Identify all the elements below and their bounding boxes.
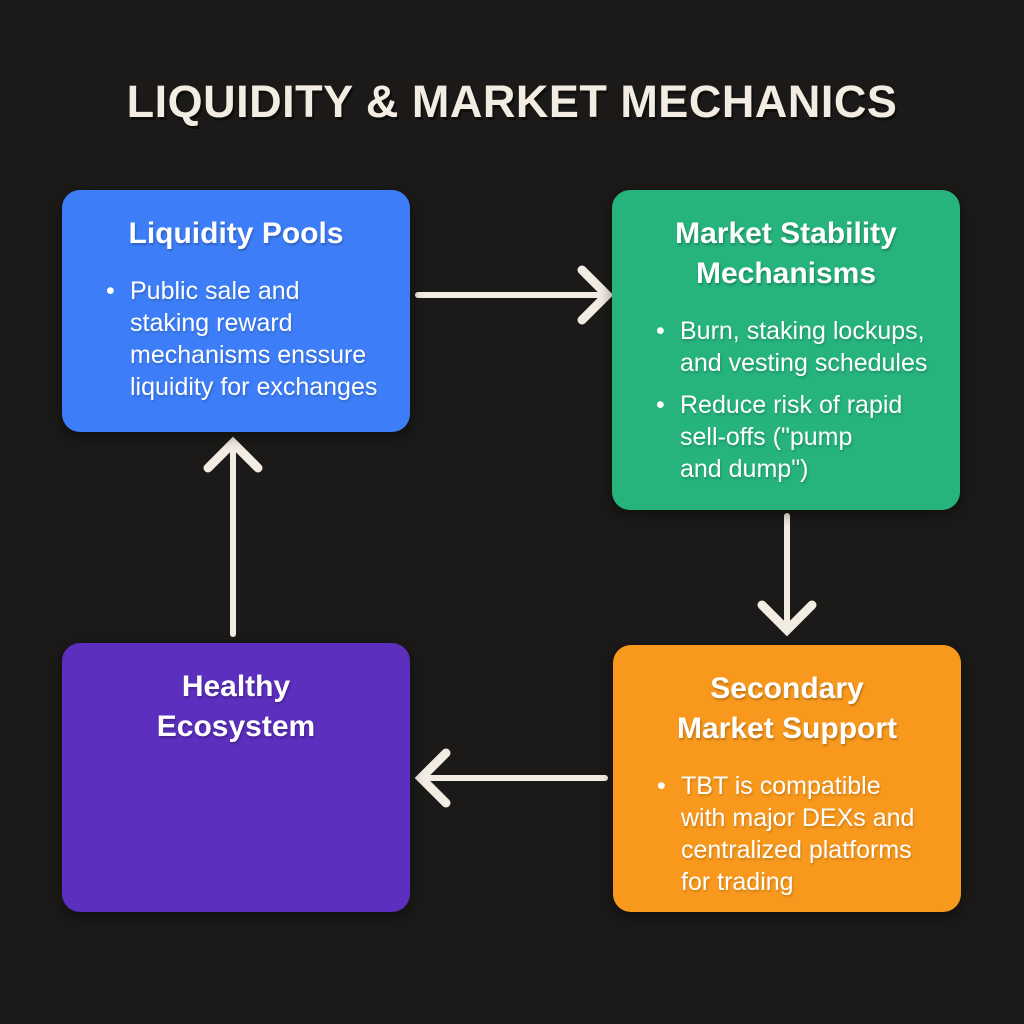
arrow-down-icon xyxy=(757,513,817,637)
list-item: • Public sale and staking reward mechani… xyxy=(106,275,386,403)
bullet-list: • Burn, staking lockups, and vesting sch… xyxy=(636,315,936,485)
bullet-list: • Public sale and staking reward mechani… xyxy=(86,275,386,403)
node-title-healthy-ecosystem: Healthy Ecosystem xyxy=(156,670,316,743)
arrow-left-icon xyxy=(414,748,608,808)
node-liquidity-pools: Liquidity Pools • Public sale and stakin… xyxy=(62,190,410,432)
node-title-market-stability: Market Stability Mechanisms xyxy=(675,217,897,290)
bullet-marker: • xyxy=(657,772,666,800)
arrow-right-icon xyxy=(415,265,614,325)
bullet-text: Reduce risk of rapid sell-offs ("pump an… xyxy=(680,391,903,483)
node-title-liquidity-pools: Liquidity Pools xyxy=(128,217,344,250)
node-market-stability-mechanisms: Market Stability Mechanisms • Burn, stak… xyxy=(612,190,960,510)
node-healthy-ecosystem: Healthy Ecosystem xyxy=(62,643,410,912)
list-item: • Reduce risk of rapid sell-offs ("pump … xyxy=(656,389,936,485)
node-secondary-market-support: Secondary Market Support • TBT is compat… xyxy=(613,645,961,912)
page-title: LIQUIDITY & MARKET MECHANICS xyxy=(126,76,898,127)
bullet-list: • TBT is compatible with major DEXs and … xyxy=(637,770,937,898)
list-item: • Burn, staking lockups, and vesting sch… xyxy=(656,315,936,379)
bullet-text: Public sale and staking reward mechanism… xyxy=(130,277,378,401)
node-title-secondary-market: Secondary Market Support xyxy=(676,672,898,745)
list-item: • TBT is compatible with major DEXs and … xyxy=(657,770,937,898)
arrow-up-icon xyxy=(203,436,263,637)
bullet-marker: • xyxy=(106,277,115,305)
bullet-text: TBT is compatible with major DEXs and ce… xyxy=(681,772,915,896)
bullet-marker: • xyxy=(656,317,665,345)
bullet-marker: • xyxy=(656,391,665,419)
bullet-text: Burn, staking lockups, and vesting sched… xyxy=(680,317,928,377)
